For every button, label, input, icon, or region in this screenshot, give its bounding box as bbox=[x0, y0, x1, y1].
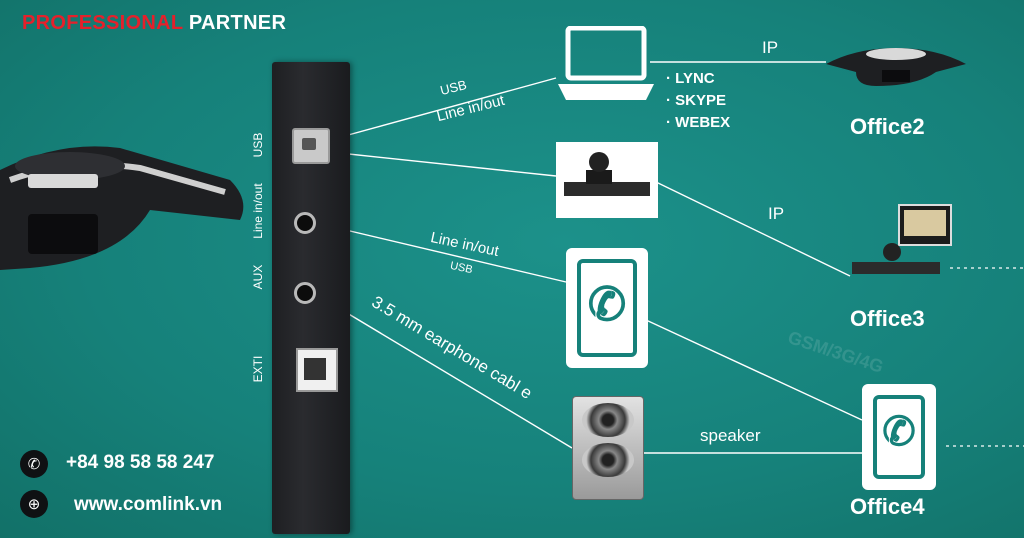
line-usb-laptop bbox=[329, 77, 557, 141]
label-ip-top: IP bbox=[762, 38, 779, 57]
line-earphone-speaker bbox=[311, 291, 573, 449]
label-ip-mid: IP bbox=[768, 204, 785, 223]
smartphone-screen: ✆ bbox=[577, 259, 637, 357]
line-phone-office4 bbox=[645, 319, 863, 421]
office4-handset-icon: ✆ bbox=[882, 410, 916, 454]
brand-title: PROFESSIONAL PARTNER bbox=[22, 12, 286, 35]
software-lync: · LYNC bbox=[666, 70, 715, 87]
office2-conference-phone bbox=[826, 48, 966, 86]
handset-icon: ✆ bbox=[587, 278, 627, 330]
speakerphone-device bbox=[0, 146, 244, 270]
office4-label: Office4 bbox=[850, 494, 925, 519]
line-aux-phone bbox=[311, 221, 567, 283]
usb-port bbox=[292, 128, 330, 164]
office3-camera bbox=[852, 243, 940, 274]
globe-icon: ⊕ bbox=[20, 490, 48, 518]
speaker-device bbox=[572, 396, 644, 500]
software-webex: · WEBEX bbox=[666, 114, 731, 131]
line-jack bbox=[294, 212, 316, 234]
speaker-cone-top bbox=[582, 403, 634, 437]
port-label-aux: AUX bbox=[251, 264, 265, 290]
port-label-exti: EXTI bbox=[251, 355, 265, 383]
contact-web: www.comlink.vn bbox=[74, 494, 223, 515]
line-ip-office3 bbox=[655, 181, 851, 277]
office4-phone: ✆ bbox=[862, 384, 936, 490]
smartphone-device: ✆ bbox=[566, 248, 648, 368]
speaker-cone-bottom bbox=[582, 443, 634, 477]
video-camera-icon bbox=[564, 152, 650, 196]
phone-icon: ✆ bbox=[20, 450, 48, 478]
software-skype: · SKYPE bbox=[666, 92, 727, 109]
office3-monitor-screen bbox=[904, 210, 946, 236]
laptop-icon bbox=[558, 26, 654, 100]
exti-port bbox=[296, 348, 338, 392]
office2-label: Office2 bbox=[850, 114, 925, 139]
brand-white: PARTNER bbox=[188, 12, 287, 34]
contact-phone: +84 98 58 58 247 bbox=[66, 452, 215, 473]
label-speaker: speaker bbox=[700, 426, 761, 445]
office3-monitor bbox=[898, 204, 952, 246]
video-camera-box bbox=[556, 142, 658, 218]
brand-red: PROFESSIONAL bbox=[22, 12, 184, 34]
line-usb-camera bbox=[329, 151, 557, 177]
office3-label: Office3 bbox=[850, 306, 925, 331]
office4-phone-screen: ✆ bbox=[873, 395, 925, 479]
aux-jack bbox=[294, 282, 316, 304]
